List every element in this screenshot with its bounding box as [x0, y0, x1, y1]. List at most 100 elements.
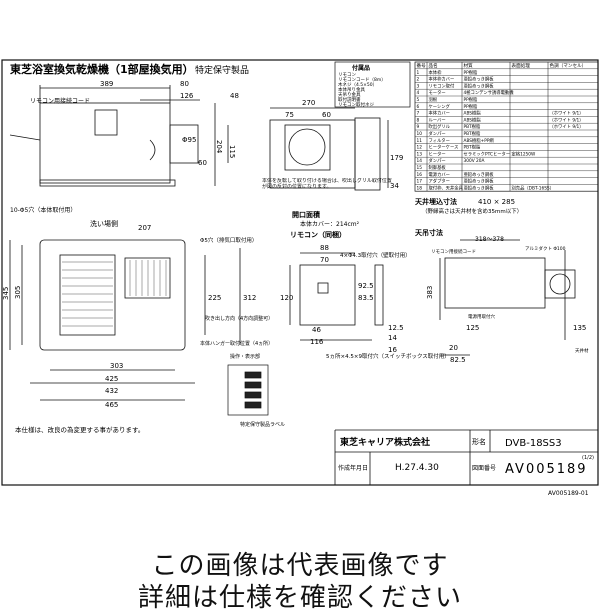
plan-rating-label: 特定保守製品ラベル — [240, 421, 285, 428]
plan-view-body — [39, 239, 186, 351]
hanging-dim-20: 20 — [449, 344, 458, 352]
side-view — [9, 85, 229, 187]
hanging-dim-383: 383 — [426, 286, 434, 299]
plan-lever-note: 本体を反転して取り付ける場合は、吹出しグリル取付位置が図の反対の位置になります。 — [262, 178, 392, 190]
technical-drawing: 東芝浴室換気乾燥機（1部屋換気用） 特定保守製品 リモコン用接続コード 389 … — [1, 59, 599, 497]
plan-grille-slats — [62, 260, 167, 327]
side-view-duct — [169, 124, 199, 164]
parts-table-cell: 制御基板 — [429, 164, 447, 171]
remote-dim-12-5: 12.5 — [388, 324, 404, 332]
accessory-item-1: リモコン — [338, 72, 356, 78]
parts-table-header-cell: 番号 — [417, 62, 427, 69]
parts-table-header-cell: 品名 — [429, 62, 438, 69]
hanging-ceiling-label: 天井材 — [575, 347, 589, 354]
opening-value: 本体カバー：214cm² — [300, 220, 360, 228]
parts-table-cell: 13 — [417, 151, 423, 157]
remote-drawing — [289, 252, 384, 341]
parts-table-cell: セラミックPTCヒーター — [464, 150, 511, 157]
parts-table-cell: 取付枠、天井金具 — [429, 184, 464, 191]
opening-title: 開口面積 — [292, 210, 321, 219]
title-block — [334, 429, 598, 485]
plan-screw-holes: 10-Φ5穴（本体取付用） — [10, 206, 76, 214]
caption-line-1: この画像は代表画像です — [151, 551, 449, 581]
remote-title: リモコン（同梱） — [290, 230, 346, 239]
parts-table-cell: 7 — [417, 111, 420, 117]
remote-side — [374, 264, 384, 326]
plan-dim-312: 312 — [243, 294, 256, 302]
plan-dim-465: 465 — [105, 401, 118, 409]
dim-204: 204 — [215, 140, 223, 154]
parts-table-cell: 11 — [417, 138, 423, 144]
plan-dim-207: 207 — [138, 224, 151, 232]
parts-table-cell: ABS樹脂+PP網 — [464, 137, 495, 144]
parts-table-cell: 16 — [417, 172, 423, 178]
parts-table-cell: ダンパー — [429, 157, 446, 164]
parts-table-cell: 18 — [417, 185, 423, 191]
dim-389: 389 — [100, 80, 113, 88]
parts-table-cell: 亜鉛めっき鋼板 — [464, 82, 495, 89]
parts-table-cell: ルーバー — [429, 117, 446, 123]
parts-table-cell: PP樹脂 — [464, 103, 478, 110]
model-label: 形名 — [472, 437, 486, 446]
hanging-duct-box — [544, 269, 576, 299]
remote-body — [299, 264, 356, 326]
parts-table-header-cell: 表面処理 — [512, 62, 531, 69]
remote-note: 5ヵ所×4.5×9取付穴（スイッチボックス取付用） — [326, 352, 450, 360]
parts-table-cell: 6 — [417, 104, 420, 110]
operation-panel-body — [227, 364, 269, 416]
end-view — [269, 107, 389, 191]
parts-table-cell: 1 — [417, 70, 420, 76]
operation-panel — [227, 364, 269, 416]
parts-table-cell: 別売品（DBT-16SS） — [512, 184, 554, 191]
company-name: 東芝キャリア株式会社 — [340, 436, 430, 448]
end-dim-60: 60 — [322, 111, 331, 119]
plan-wash-side: 洗い場側 — [90, 219, 118, 228]
parts-table-cell: ケーシング — [429, 103, 451, 110]
remote-dim-14: 14 — [388, 334, 397, 342]
side-view-damper — [149, 139, 156, 161]
parts-table-cell: 15 — [417, 165, 423, 171]
end-dim-270: 270 — [302, 99, 315, 107]
parts-table-cell: ABS樹脂 — [464, 110, 482, 117]
accessory-item-3: 木ネジ（4.5×50） — [338, 81, 377, 88]
parts-table-cell: アダプター — [429, 178, 450, 185]
parts-table-cell: 8 — [417, 117, 420, 123]
page-indicator: (1/2) — [582, 455, 594, 461]
caption-line-2: 詳細は仕様を確認ください — [137, 583, 462, 613]
accessory-item-6: 取付説明書 — [338, 96, 361, 103]
parts-table-cell: ヒーター — [429, 150, 446, 157]
remote-dim-70: 70 — [320, 256, 329, 264]
footer-number: AV005189-01 — [548, 490, 589, 497]
parts-table-cell: PBT樹脂 — [464, 144, 481, 151]
parts-table-cell: 14 — [417, 158, 423, 164]
parts-table-cell: 亜鉛めっき鋼板 — [464, 178, 495, 185]
parts-table-cell: リモコン取付 — [429, 82, 455, 89]
dim-115: 115 — [228, 145, 236, 158]
remote-dim-120: 120 — [280, 294, 293, 302]
hanging-dim-135: 135 — [573, 324, 586, 332]
parts-table-cell: 亜鉛めっき鋼板 — [464, 184, 495, 191]
parts-table-cell: 亜鉛めっき鋼板 — [464, 76, 495, 83]
accessory-item-7: リモコン取付ネジ — [338, 101, 374, 108]
ceiling-title: 天井埋込寸法 — [415, 197, 457, 206]
dim-48: 48 — [230, 92, 239, 100]
parts-table-cell: 300V 20A — [464, 158, 485, 164]
parts-table-cell: 10 — [417, 131, 423, 137]
parts-table-cell: （ホワイト 9/1） — [550, 111, 584, 117]
hanging-drawing — [439, 239, 576, 356]
accessory-item-4: 本体吊り金具 — [338, 86, 365, 93]
parts-table-cell: 吹出グリル — [429, 123, 451, 130]
hanging-dim-82-5: 82.5 — [450, 356, 466, 364]
parts-table-cell: PBT樹脂 — [464, 130, 481, 137]
accessories-box — [334, 61, 411, 108]
remote-holes: 4×Φ4.3取付穴（壁取付用） — [340, 251, 411, 259]
parts-table-cell: PP樹脂 — [464, 69, 478, 76]
plan-dim-425: 425 — [105, 375, 118, 383]
end-view-outlet — [284, 124, 331, 171]
plan-dim-432: 432 — [105, 387, 118, 395]
remote-cord-label: リモコン用接続コード — [30, 97, 90, 105]
model-number: DVB-18SS3 — [505, 438, 562, 449]
remote-dim-116: 116 — [310, 338, 324, 346]
end-dim-75: 75 — [285, 111, 294, 119]
parts-table-cell: 本体カバー — [429, 110, 450, 117]
